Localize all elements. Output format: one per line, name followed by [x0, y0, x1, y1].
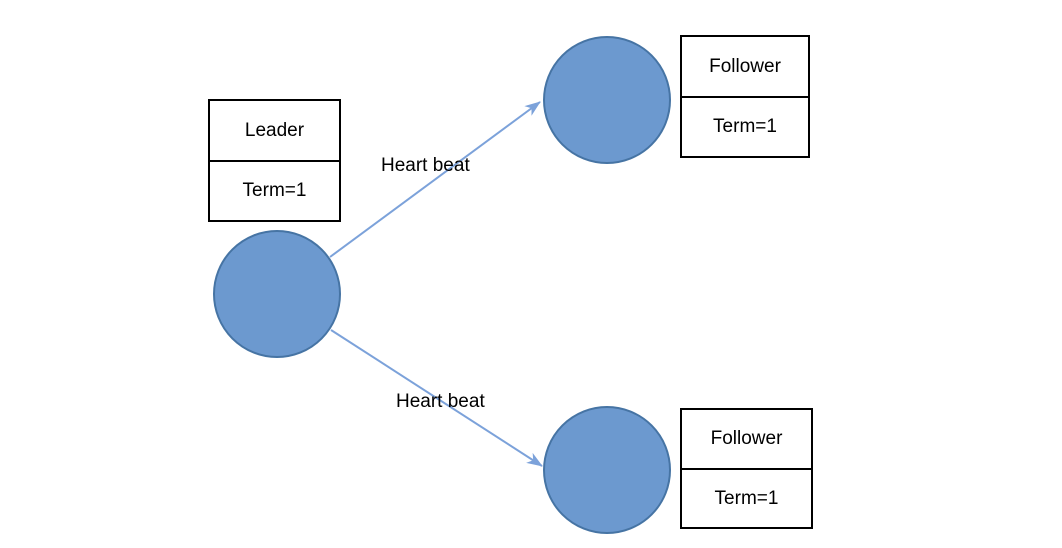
- leader-role-label: Leader: [210, 101, 339, 162]
- heartbeat-arrow-bottom: [330, 329, 543, 467]
- follower-bottom-label-box: Follower Term=1: [680, 408, 813, 529]
- follower-bottom-node-circle: [543, 406, 671, 534]
- heartbeat-label-top: Heart beat: [381, 155, 470, 176]
- heartbeat-label-bottom: Heart beat: [396, 391, 485, 412]
- leader-node-circle: [213, 230, 341, 358]
- follower-top-label-box: Follower Term=1: [680, 35, 810, 158]
- follower-top-term-label: Term=1: [713, 116, 777, 138]
- heartbeat-arrow-top: [329, 101, 541, 258]
- follower-top-node-circle: [543, 36, 671, 164]
- leader-label-box: Leader Term=1: [208, 99, 341, 222]
- follower-bottom-role-label: Follower: [682, 410, 811, 470]
- follower-bottom-term-label: Term=1: [714, 487, 779, 509]
- follower-top-role-label: Follower: [682, 37, 808, 98]
- leader-term-label: Term=1: [242, 180, 307, 202]
